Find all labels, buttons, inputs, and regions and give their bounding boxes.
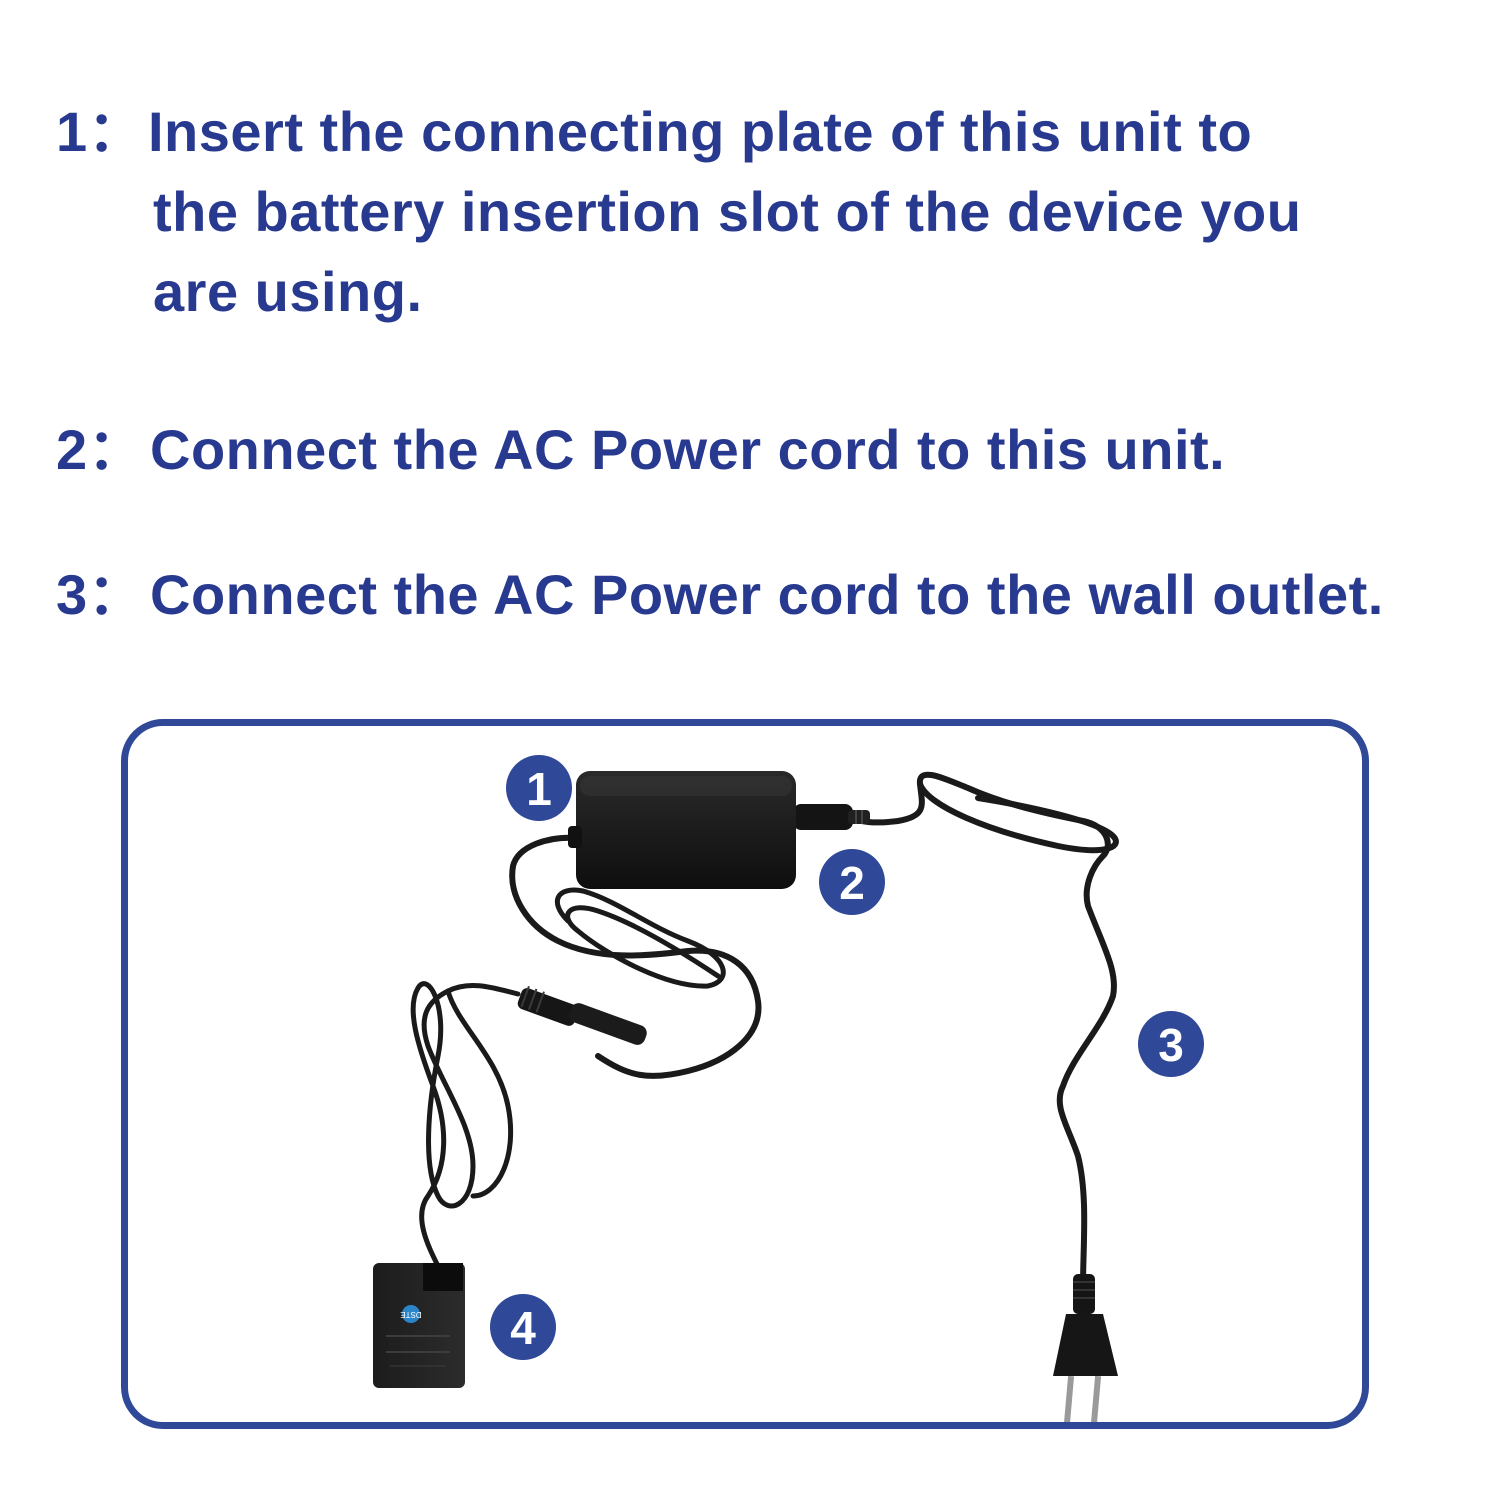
step-3-line-1: Connect the AC Power cord to the wall ou… bbox=[150, 563, 1384, 626]
callout-3: 3 bbox=[1138, 1011, 1204, 1077]
dc-cable bbox=[509, 834, 762, 1079]
barrel-connector bbox=[517, 985, 647, 1045]
dc-cable-coil bbox=[554, 887, 726, 989]
step-1-line-2: the battery insertion slot of the device… bbox=[153, 180, 1302, 243]
step-2-number: 2： bbox=[56, 418, 145, 481]
ac-inlet-connector bbox=[793, 804, 870, 830]
step-1-line-1: Insert the connecting plate of this unit… bbox=[148, 100, 1253, 163]
illustration-frame: DSTE 1 2 3 4 bbox=[121, 719, 1369, 1429]
ac-cord-loop bbox=[917, 781, 1119, 854]
dummy-battery-coupler: DSTE bbox=[373, 1263, 465, 1388]
callout-1: 1 bbox=[506, 755, 572, 821]
step-2-text: Connect the AC Power cord to this unit. bbox=[150, 410, 1450, 490]
battery-cable bbox=[410, 981, 521, 1269]
callout-2-label: 2 bbox=[839, 857, 865, 909]
step-3-text: Connect the AC Power cord to the wall ou… bbox=[150, 555, 1450, 635]
power-adapter-brick bbox=[568, 771, 796, 889]
battery-cable-loop bbox=[445, 988, 514, 1199]
callout-4: 4 bbox=[490, 1294, 556, 1360]
eu-wall-plug bbox=[1053, 1274, 1118, 1422]
step-1-number: 1： bbox=[56, 100, 145, 163]
step-1-line-3: are using. bbox=[153, 260, 423, 323]
callout-3-label: 3 bbox=[1158, 1019, 1184, 1071]
adapter-illustration: DSTE 1 2 3 4 bbox=[373, 755, 1204, 1422]
step-3-number: 3： bbox=[56, 563, 145, 626]
battery-logo-icon bbox=[402, 1305, 420, 1323]
step-2-line-1: Connect the AC Power cord to this unit. bbox=[150, 418, 1226, 481]
step-1-text: Insert the connecting plate of this unit… bbox=[148, 92, 1388, 332]
callout-2: 2 bbox=[819, 849, 885, 915]
callout-4-label: 4 bbox=[510, 1302, 536, 1354]
battery-logo-text: DSTE bbox=[400, 1310, 421, 1319]
callout-1-label: 1 bbox=[526, 763, 552, 815]
